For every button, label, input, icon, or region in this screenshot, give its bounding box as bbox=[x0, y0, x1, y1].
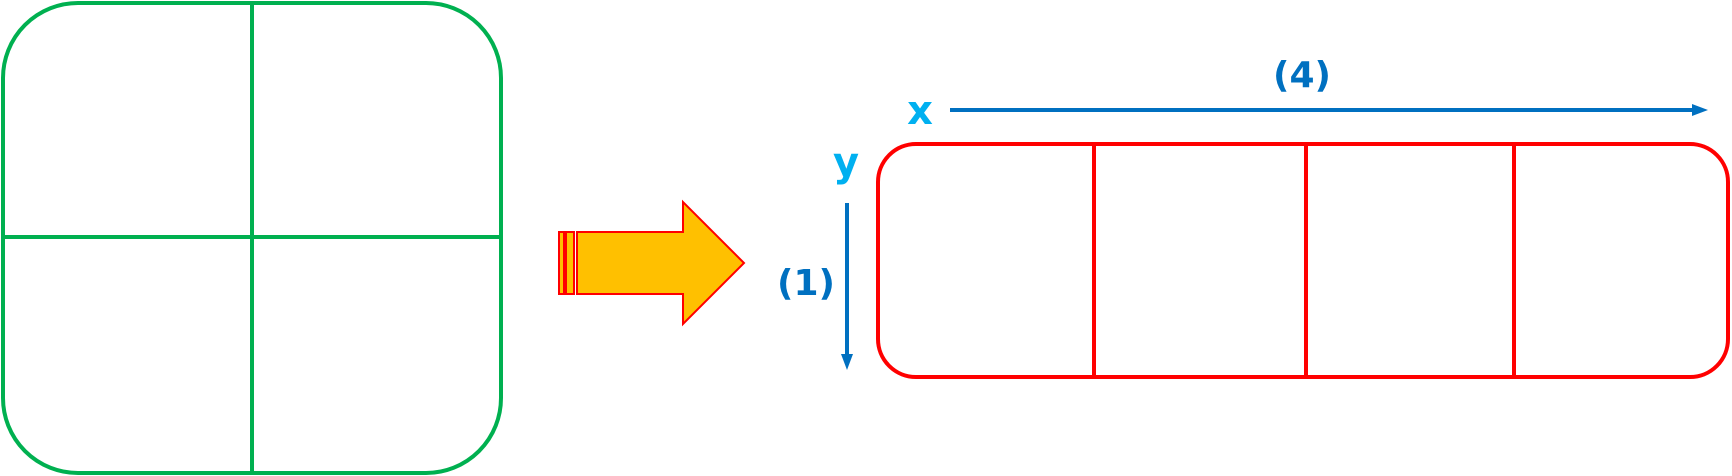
x-axis-count-label: (4) bbox=[1273, 55, 1331, 96]
y-axis: y (1) bbox=[777, 140, 859, 370]
x-axis: x (4) bbox=[907, 55, 1708, 134]
target-grid-1x4 bbox=[876, 142, 1730, 379]
target-grid-outline bbox=[876, 142, 1730, 379]
y-axis-letter: y bbox=[833, 140, 859, 186]
y-axis-arrowhead-icon bbox=[841, 354, 853, 370]
block-arrow-stripe-1 bbox=[558, 231, 565, 295]
y-axis-count-label: (1) bbox=[777, 263, 835, 304]
block-arrow-body bbox=[576, 199, 746, 327]
block-arrow-stripe-2 bbox=[565, 231, 575, 295]
x-axis-letter: x bbox=[907, 88, 933, 134]
source-grid-2x2 bbox=[1, 1, 503, 475]
block-arrow-right-icon bbox=[558, 199, 746, 327]
x-axis-arrowhead-icon bbox=[1692, 104, 1708, 116]
